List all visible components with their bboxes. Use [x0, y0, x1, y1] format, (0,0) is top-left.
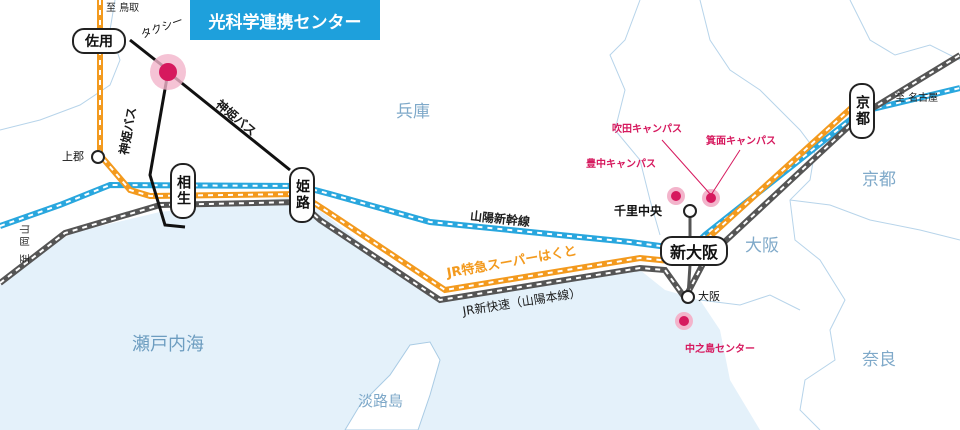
- station-osaka-label: 大阪: [698, 290, 720, 303]
- station-kyoto-label: 京都: [854, 95, 870, 127]
- campus-markers: [667, 187, 720, 330]
- target-dot: [159, 63, 177, 81]
- title-banner: 光科学連携センター: [190, 0, 380, 40]
- campus-toyonaka-label: 豊中キャンパス: [586, 159, 656, 170]
- direction-okayama: 至 岡山: [20, 222, 32, 264]
- awaji-island: [344, 341, 441, 430]
- station-aioi: 相生: [170, 163, 196, 219]
- region-seto-inland-sea: 瀬戸内海: [132, 334, 204, 355]
- station-kamigori-label: 上郡: [62, 150, 84, 163]
- station-aioi-label: 相生: [175, 175, 191, 207]
- region-hyogo: 兵庫: [396, 102, 430, 122]
- campus-minoh-label: 箕面キャンパス: [706, 136, 776, 147]
- region-osaka: 大阪: [745, 236, 779, 256]
- region-nara: 奈良: [862, 350, 896, 370]
- station-shin-osaka: 新大阪: [660, 236, 728, 266]
- direction-nagoya: 至 名古屋: [895, 93, 939, 104]
- station-sayo-label: 佐用: [85, 34, 113, 50]
- campus-nakanoshima-label: 中之島センター: [685, 344, 755, 355]
- seto-inland-sea: [0, 196, 760, 430]
- station-shin-osaka-label: 新大阪: [669, 243, 718, 262]
- region-awaji: 淡路島: [358, 392, 404, 410]
- station-kyoto: 京都: [849, 83, 875, 139]
- station-sayo: 佐用: [72, 28, 126, 54]
- station-himeji-label: 姫路: [294, 179, 310, 211]
- station-senri-chuo-label: 千里中央: [614, 204, 663, 218]
- region-kyoto: 京都: [862, 170, 896, 190]
- station-himeji: 姫路: [289, 167, 315, 223]
- direction-tottori: 至 鳥取: [106, 3, 140, 14]
- small-stations: [91, 150, 697, 304]
- campus-suita-label: 吹田キャンパス: [612, 124, 682, 135]
